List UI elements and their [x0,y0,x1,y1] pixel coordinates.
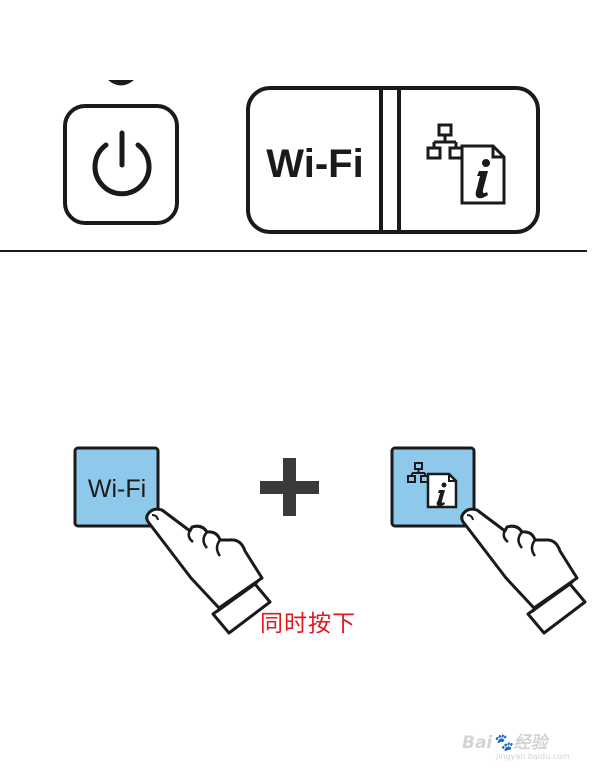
pointing-hand-icon [460,507,587,635]
network-status-button[interactable] [402,92,534,228]
network-status-info-icon [407,462,458,509]
watermark-url: jingyan.baidu.com [496,752,570,761]
network-status-info-icon [426,123,506,205]
wifi-button[interactable]: Wi-Fi [252,92,379,228]
press-simultaneously-caption: 同时按下 [260,611,356,637]
wifi-button-label: Wi-Fi [266,142,363,186]
wifi-button-pressed-label: Wi-Fi [88,475,146,503]
network-status-button-pressed[interactable] [390,446,476,528]
watermark-brand: Bai🐾经验 [462,733,548,753]
pointing-hand-icon [145,507,272,635]
power-indicator-light [108,80,134,86]
power-icon [92,130,152,197]
wifi-button-pressed[interactable]: Wi-Fi [73,446,160,528]
baidu-jingyan-watermark: Bai🐾经验 jingyan.baidu.com [462,722,582,762]
instruction-steps: Wi-Fi [73,446,587,635]
control-panel: Wi-Fi [0,80,587,252]
plus-icon [260,458,319,516]
power-button[interactable] [63,104,179,225]
